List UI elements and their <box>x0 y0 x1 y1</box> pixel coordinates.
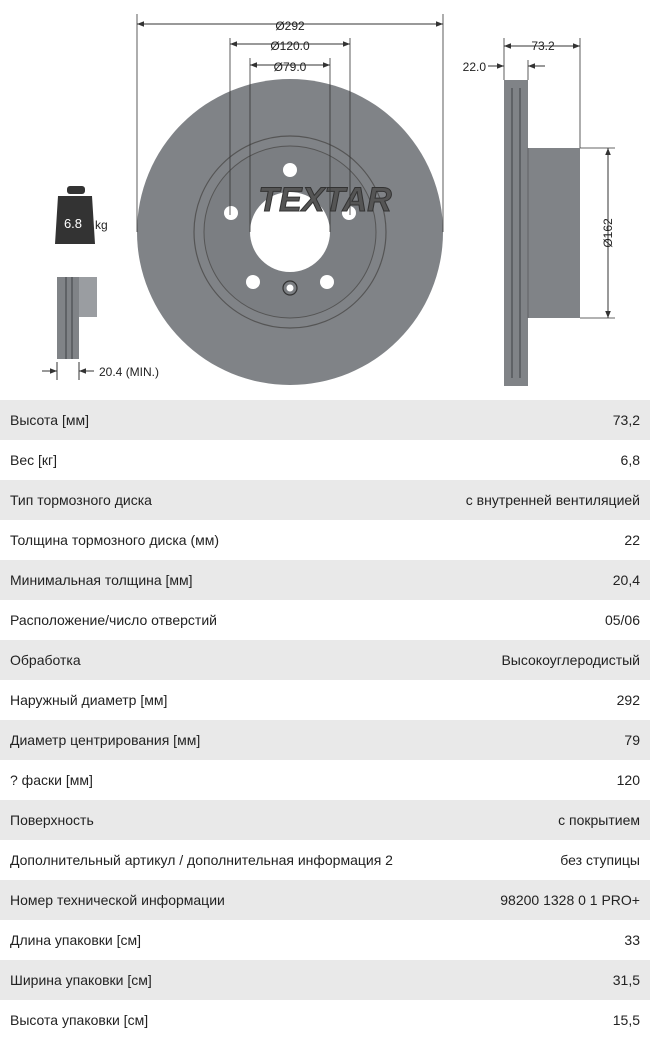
spec-label: Высота упаковки [см] <box>10 1012 149 1028</box>
dim-min-thickness: 20.4 (MIN.) <box>99 365 159 379</box>
spec-row: Высота упаковки [см] 15,5 <box>0 1000 650 1040</box>
dim-center-bore: Ø79.0 <box>274 60 307 74</box>
spec-value: 120 <box>616 772 640 788</box>
spec-value: 6,8 <box>620 452 640 468</box>
spec-label: Обработка <box>10 652 81 668</box>
spec-value: 20,4 <box>612 572 640 588</box>
spec-row: Дополнительный артикул / дополнительная … <box>0 840 650 880</box>
min-thickness-section <box>42 277 97 380</box>
spec-value: без ступицы <box>560 852 640 868</box>
dim-pcd: Ø120.0 <box>270 39 310 53</box>
spec-value: 33 <box>624 932 640 948</box>
dim-outer-diameter: Ø292 <box>275 19 305 33</box>
spec-label: Ширина упаковки [см] <box>10 972 152 988</box>
spec-label: Тип тормозного диска <box>10 492 152 508</box>
spec-row: Обработка Высокоуглеродистый <box>0 640 650 680</box>
spec-value: Высокоуглеродистый <box>501 652 640 668</box>
spec-label: Дополнительный артикул / дополнительная … <box>10 852 393 868</box>
spec-label: Вес [кг] <box>10 452 58 468</box>
spec-label: ? фаски [мм] <box>10 772 93 788</box>
dim-hat-diameter: Ø162 <box>601 218 615 248</box>
spec-row: Минимальная толщина [мм] 20,4 <box>0 560 650 600</box>
spec-value: с внутренней вентиляцией <box>465 492 640 508</box>
dim-height: 73.2 <box>531 39 555 53</box>
spec-row: Наружный диаметр [мм] 292 <box>0 680 650 720</box>
spec-row: Поверхность с покрытием <box>0 800 650 840</box>
spec-row: Вес [кг] 6,8 <box>0 440 650 480</box>
specs-table: Высота [мм] 73,2 Вес [кг] 6,8 Тип тормозно… <box>0 400 650 1040</box>
brake-disc-drawing: 6.8 kg 20.4 (MIN.) TEXTAR <box>42 14 615 386</box>
weight-icon: 6.8 <box>55 186 95 244</box>
spec-row: Тип тормозного диска с внутренней вентиля… <box>0 480 650 520</box>
weight-unit: kg <box>95 218 108 232</box>
spec-value: 15,5 <box>612 1012 640 1028</box>
side-dimensions <box>488 38 615 319</box>
spec-value: 22 <box>624 532 640 548</box>
spec-value: 292 <box>616 692 640 708</box>
spec-label: Длина упаковки [см] <box>10 932 141 948</box>
spec-value: 98200 1328 0 1 PRO+ <box>500 892 640 908</box>
spec-label: Номер технической информации <box>10 892 225 908</box>
brand-logo: TEXTAR <box>258 181 392 219</box>
spec-label: Наружный диаметр [мм] <box>10 692 168 708</box>
spec-value: 79 <box>624 732 640 748</box>
spec-label: Высота [мм] <box>10 412 89 428</box>
spec-value: 05/06 <box>604 612 640 628</box>
spec-label: Диаметр центрирования [мм] <box>10 732 201 748</box>
spec-row: ? фаски [мм] 120 <box>0 760 650 800</box>
disc-side-view <box>504 80 580 386</box>
technical-drawing: 6.8 kg 20.4 (MIN.) TEXTAR <box>0 0 650 400</box>
spec-label: Поверхность <box>10 812 94 828</box>
spec-row: Номер технической информации 98200 1328 0… <box>0 880 650 920</box>
spec-row: Расположение/число отверстий 05/06 <box>0 600 650 640</box>
spec-row: Длина упаковки [см] 33 <box>0 920 650 960</box>
spec-value: 73,2 <box>612 412 640 428</box>
spec-value: с покрытием <box>558 812 640 828</box>
spec-label: Расположение/число отверстий <box>10 612 217 628</box>
weight-value: 6.8 <box>64 216 82 231</box>
disc-front-view: TEXTAR <box>137 79 443 385</box>
spec-row: Толщина тормозного диска (мм) 22 <box>0 520 650 560</box>
dim-thickness: 22.0 <box>463 60 487 74</box>
spec-row: Ширина упаковки [см] 31,5 <box>0 960 650 1000</box>
spec-label: Минимальная толщина [мм] <box>10 572 193 588</box>
spec-value: 31,5 <box>612 972 640 988</box>
front-dimensions <box>136 14 444 232</box>
spec-row: Высота [мм] 73,2 <box>0 400 650 440</box>
spec-label: Толщина тормозного диска (мм) <box>10 532 220 548</box>
spec-row: Диаметр центрирования [мм] 79 <box>0 720 650 760</box>
